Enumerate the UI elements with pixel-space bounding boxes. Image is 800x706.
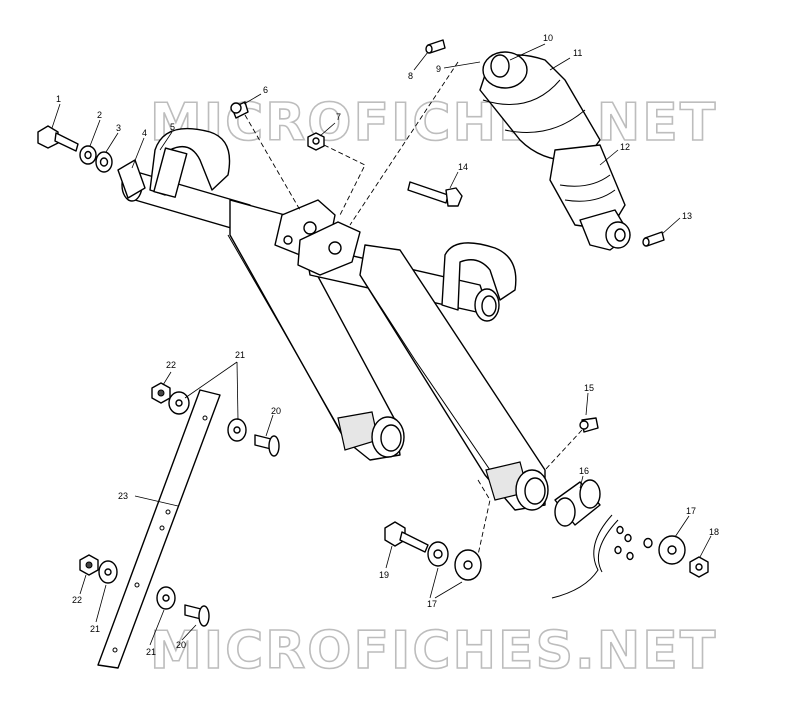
callout-17-left: 17 xyxy=(427,599,437,609)
small-spacers xyxy=(614,525,653,561)
svg-text:MICROFICHES.NET: MICROFICHES.NET xyxy=(150,621,717,681)
assembly-lines xyxy=(244,61,583,556)
callout-21-top: 21 xyxy=(235,350,245,360)
bolt-14 xyxy=(407,181,463,207)
callout-13: 13 xyxy=(682,211,692,221)
callout-4: 4 xyxy=(142,128,147,138)
grease-fitting-6 xyxy=(230,101,249,119)
grease-fitting-15 xyxy=(579,417,599,433)
left-swing-arm xyxy=(121,127,405,461)
callout-21-bottom: 21 xyxy=(146,647,156,657)
right-swing-arm xyxy=(297,221,549,511)
callout-19: 19 xyxy=(379,570,389,580)
callout-23: 23 xyxy=(118,491,128,501)
callout-10: 10 xyxy=(543,33,553,43)
callout-14: 14 xyxy=(458,162,468,172)
callout-22-bottom: 22 xyxy=(72,595,82,605)
svg-text:MICROFICHES.NET: MICROFICHES.NET xyxy=(150,93,717,153)
callout-2: 2 xyxy=(97,110,102,120)
callout-1: 1 xyxy=(56,94,61,104)
washer-21-bottom-left xyxy=(98,560,118,584)
callout-6: 6 xyxy=(263,85,268,95)
pin-8 xyxy=(425,39,446,54)
callout-22-top: 22 xyxy=(166,360,176,370)
bushing-16 xyxy=(554,479,601,527)
limiter-strap-23 xyxy=(97,389,221,669)
callout-9: 9 xyxy=(436,64,441,74)
nut-18 xyxy=(689,556,709,578)
nut-22-top xyxy=(151,382,171,404)
watermark-bottom: MICROFICHES.NET xyxy=(149,620,717,682)
callout-18: 18 xyxy=(709,527,719,537)
callout-20-top: 20 xyxy=(271,406,281,416)
washer-21-top-right xyxy=(227,418,247,442)
callout-16: 16 xyxy=(579,466,589,476)
bolt-1 xyxy=(37,125,79,152)
watermark-top: MICROFICHES.NET xyxy=(149,92,717,154)
callout-3: 3 xyxy=(116,123,121,133)
callout-20-bottom: 20 xyxy=(176,640,186,650)
callout-11: 11 xyxy=(573,48,582,58)
washer-17-left xyxy=(427,541,482,581)
callout-8: 8 xyxy=(408,71,413,81)
callout-21-middle: 21 xyxy=(90,624,100,634)
nut-7 xyxy=(307,132,325,151)
bushing-4 xyxy=(117,159,146,199)
callout-12: 12 xyxy=(620,142,630,152)
washer-21-top-left xyxy=(168,391,190,415)
callout-7: 7 xyxy=(336,112,341,122)
callout-17-right: 17 xyxy=(686,506,696,516)
bolt-20-top xyxy=(254,434,280,457)
callout-15: 15 xyxy=(584,383,594,393)
curved-strap xyxy=(551,514,619,599)
bolt-19 xyxy=(384,521,429,553)
leader-lines xyxy=(51,43,712,646)
washer-21-bottom-right xyxy=(156,586,176,610)
washer-2 xyxy=(79,145,97,165)
nut-22-bottom xyxy=(79,554,99,576)
callout-5: 5 xyxy=(170,122,175,132)
washer-3 xyxy=(95,151,113,173)
callout-numbers: 1 2 3 4 5 6 7 8 9 10 11 12 13 14 15 16 1… xyxy=(56,33,719,657)
bolt-20-bottom xyxy=(184,604,210,627)
washer-17-right xyxy=(658,535,686,565)
pin-13 xyxy=(642,231,665,247)
shock-absorber xyxy=(479,51,631,251)
